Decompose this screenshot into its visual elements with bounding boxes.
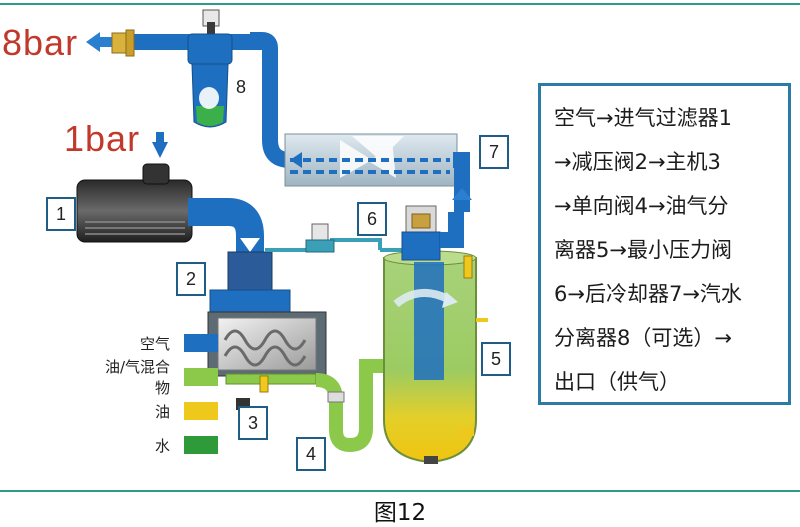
min-pressure-valve	[401, 205, 441, 261]
legend-swatch-water	[184, 436, 218, 454]
legend-label: 油/气混合物	[104, 358, 170, 397]
top-rule	[0, 3, 800, 5]
description-line: 分离器8（可选）→	[554, 326, 732, 350]
stage-label-3: 3	[238, 406, 268, 440]
water-separator	[187, 33, 233, 128]
after-cooler	[284, 133, 458, 187]
stage-label-7: 7	[479, 135, 509, 169]
legend-item-air: 空气	[90, 330, 218, 356]
legend-swatch-oil	[184, 402, 218, 420]
stage-label-2: 2	[176, 262, 206, 296]
stage-label-4: 4	[296, 437, 326, 471]
legend-item-oil: 油	[90, 398, 218, 424]
description-line: →减压阀2→主机3	[554, 150, 721, 174]
figure-caption: 图12	[373, 500, 427, 526]
description-line: 空气→进气过滤器1	[554, 106, 732, 130]
stage-label-6: 6	[357, 202, 387, 236]
description-line: 6→后冷却器7→汽水	[554, 282, 742, 306]
intake-filter	[76, 132, 193, 243]
bottom-rule	[0, 490, 800, 492]
description-line: 出口（供气）	[554, 370, 680, 394]
inlet-pressure-label: 1bar	[64, 118, 141, 159]
description-line: 离器5→最小压力阀	[554, 238, 732, 262]
check-valve-icon	[327, 391, 345, 403]
legend-label: 空气	[139, 334, 170, 353]
drain-valve-icon	[202, 9, 220, 34]
outlet-arrow-icon	[86, 32, 100, 52]
oil-gas-separator	[383, 250, 488, 464]
outlet-pressure-label: 8bar	[2, 22, 79, 63]
legend-label: 水	[154, 436, 170, 455]
intake-arrow-icon	[152, 142, 168, 158]
screw-compressor	[207, 311, 327, 410]
stage-label-5: 5	[481, 342, 511, 376]
stage-label-1: 1	[46, 197, 76, 231]
legend-label: 油	[154, 402, 170, 421]
solenoid-valve-icon	[305, 223, 335, 253]
stage-label-8: 8	[235, 76, 246, 97]
pressure-reducing-valve	[209, 251, 291, 315]
legend-item-oil-gas: 油/气混合物	[90, 358, 218, 397]
process-description: 空气→进气过滤器1 →减压阀2→主机3 →单向阀4→油气分 离器5→最小压力阀 …	[538, 83, 791, 405]
legend-item-water: 水	[90, 432, 218, 458]
description-line: →单向阀4→油气分	[554, 194, 729, 218]
legend-swatch-oil-gas	[184, 368, 218, 386]
outlet-valve-icon	[111, 29, 135, 57]
legend-swatch-air	[184, 334, 218, 352]
